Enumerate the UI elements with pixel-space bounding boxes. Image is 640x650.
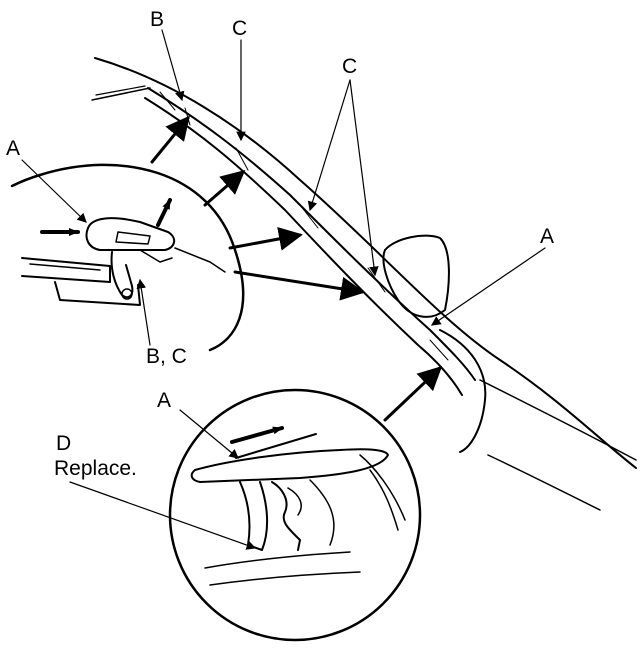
- clip-detail-circle: [10, 163, 245, 352]
- molding-removal-detail-circle: [168, 388, 422, 642]
- label-a-lower: A: [157, 389, 172, 412]
- label-a-left: A: [6, 137, 21, 160]
- roof-edge: [91, 57, 637, 469]
- label-b-c-bottom: B, C: [146, 345, 187, 368]
- label-replace: Replace.: [54, 457, 137, 480]
- callout-arrows: [150, 115, 443, 422]
- label-c-mid: C: [342, 55, 358, 78]
- label-c-top: C: [232, 17, 248, 40]
- label-leaders: [21, 29, 546, 550]
- headrest: [382, 234, 450, 318]
- windshield-molding: [144, 87, 637, 511]
- label-a-right: A: [540, 225, 555, 248]
- label-d: D: [56, 432, 72, 455]
- label-b-top: B: [150, 8, 165, 31]
